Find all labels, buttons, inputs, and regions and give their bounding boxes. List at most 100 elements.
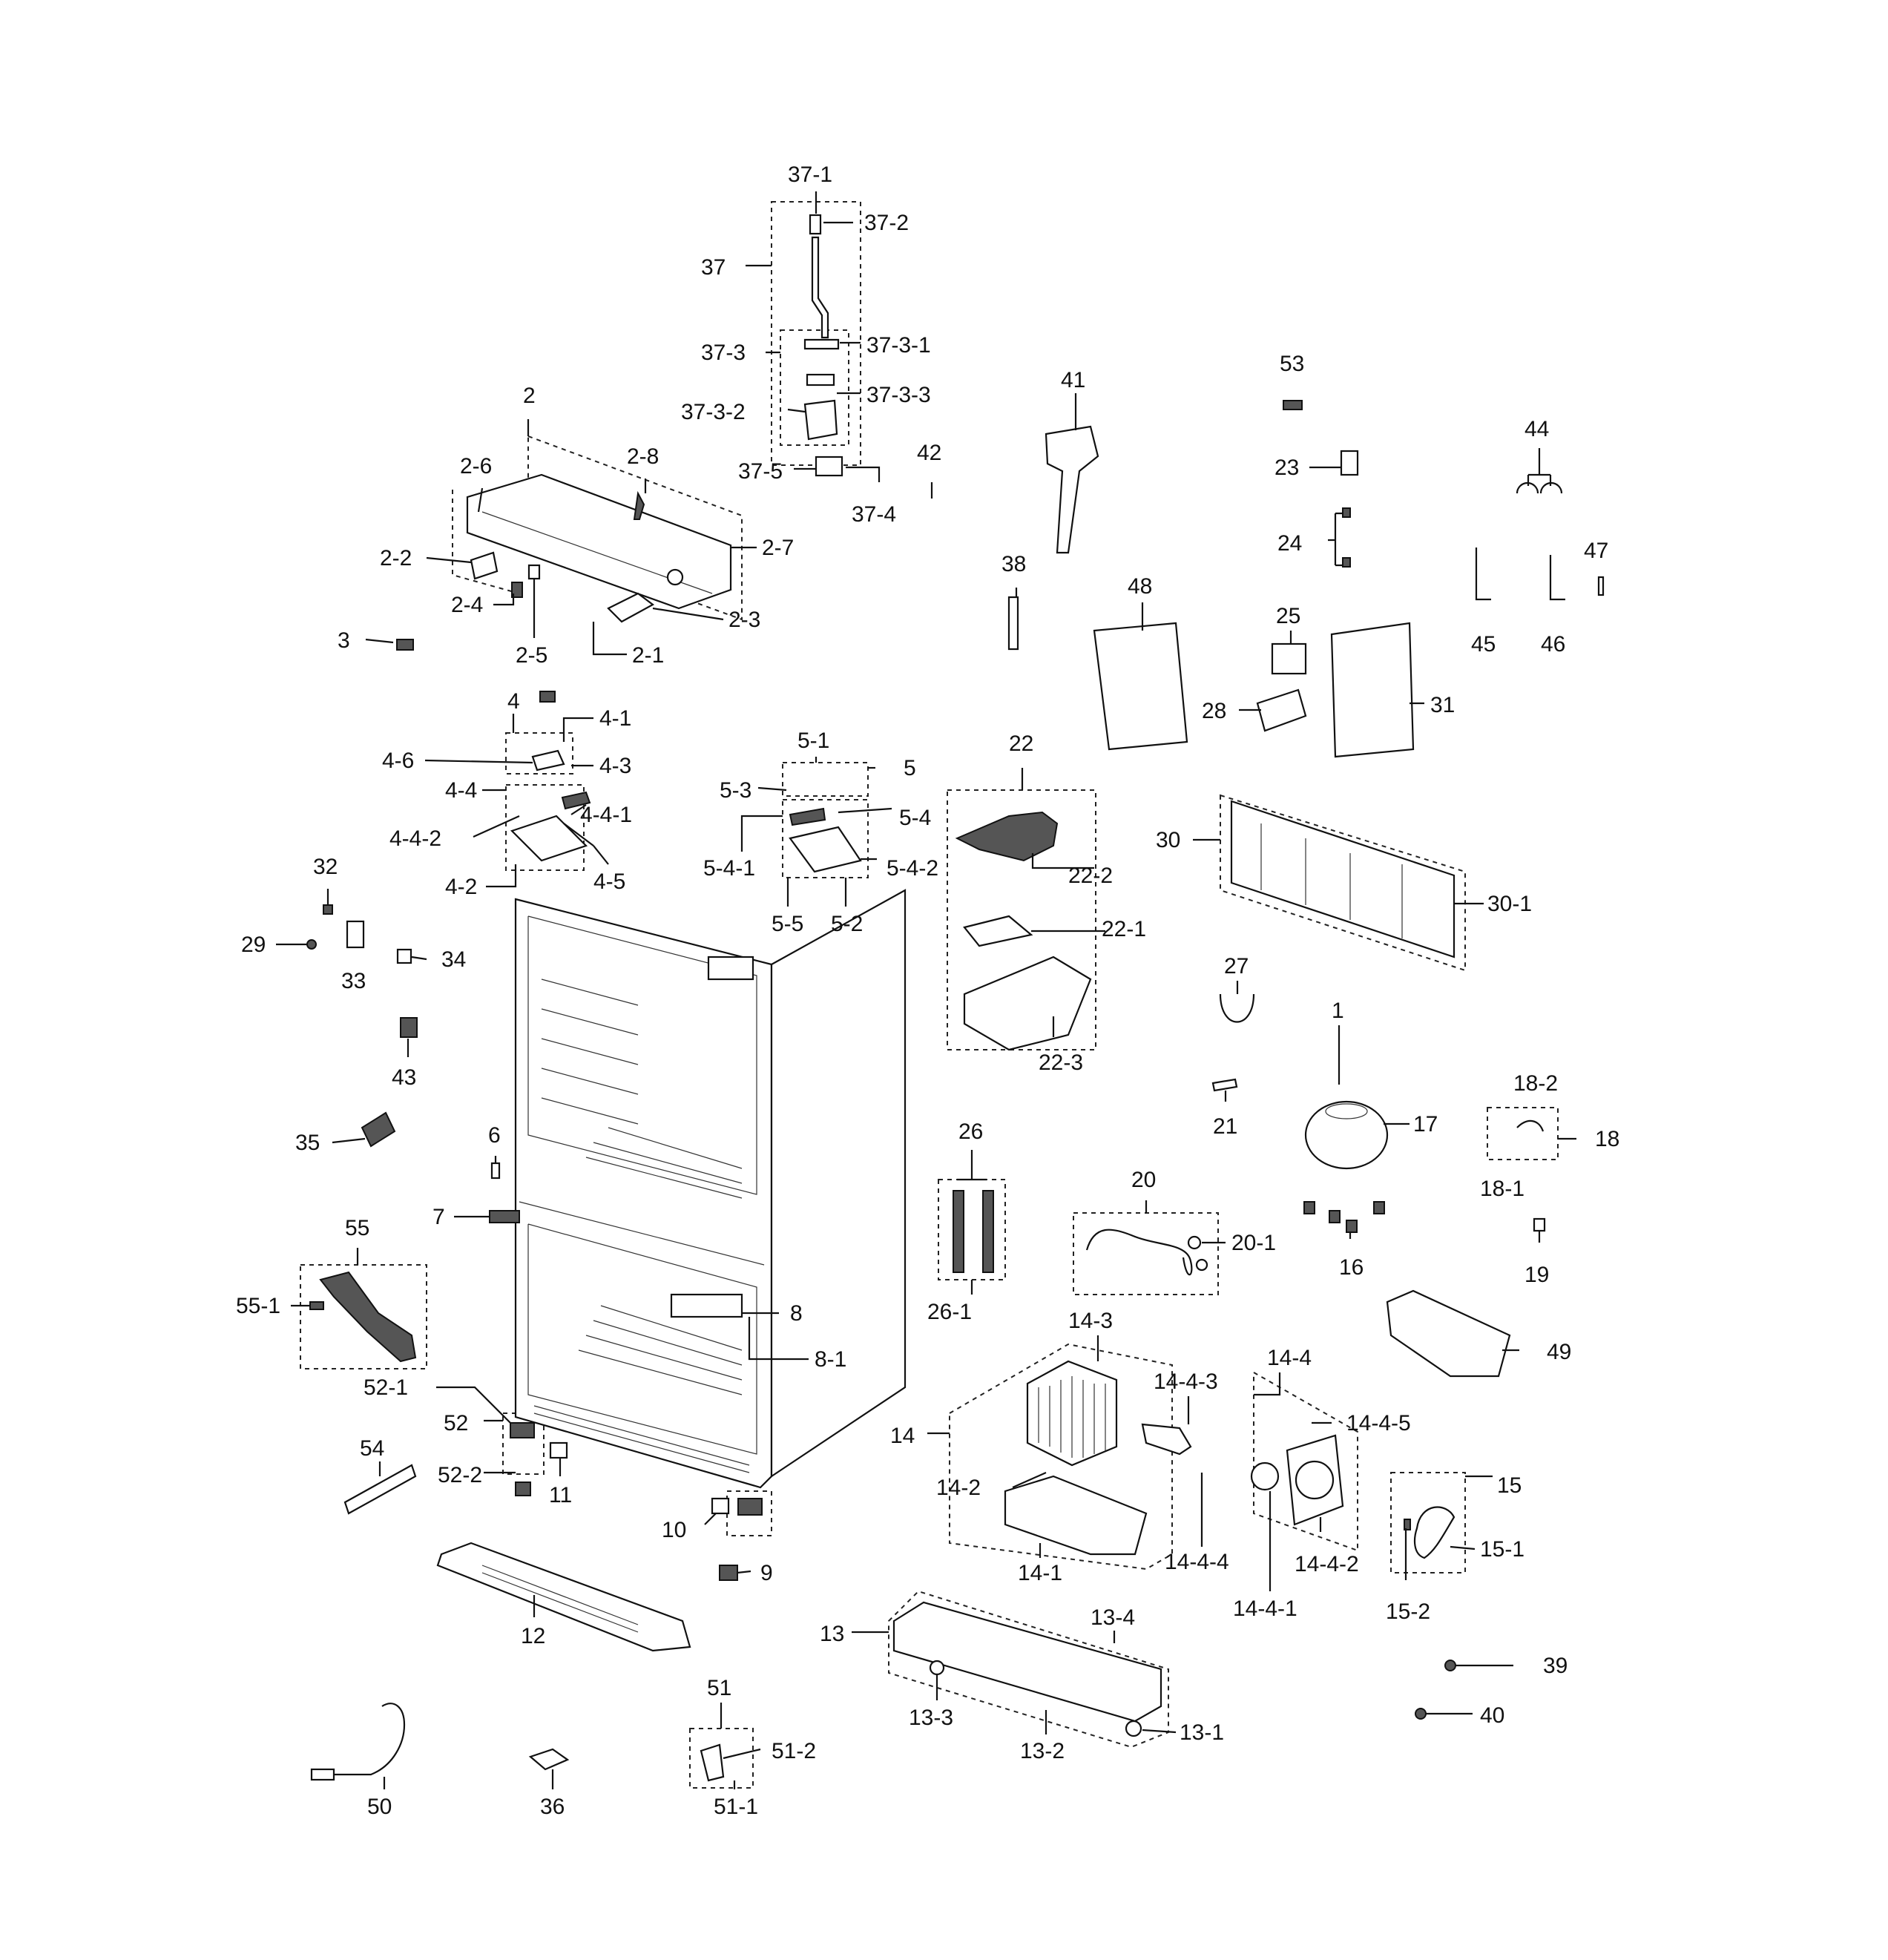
label-51-2: 51-2 <box>772 1739 816 1763</box>
part-39-nut <box>1444 1660 1456 1671</box>
part-4-2-bracket <box>510 815 588 862</box>
label-2-8: 2-8 <box>627 444 659 469</box>
label-25: 25 <box>1276 604 1300 628</box>
part-43-switch <box>400 1017 418 1038</box>
part-27-hose <box>1219 993 1255 1023</box>
part-50-hose <box>312 1703 406 1776</box>
label-54: 54 <box>360 1436 384 1461</box>
label-44: 44 <box>1524 417 1549 441</box>
part-46-tool <box>1549 555 1565 601</box>
part-13-base <box>892 1601 1162 1723</box>
label-27: 27 <box>1224 954 1249 979</box>
label-8: 8 <box>790 1301 803 1326</box>
part-10-pad <box>737 1498 763 1516</box>
part-28-board <box>1256 688 1307 732</box>
label-22-2: 22-2 <box>1068 864 1113 888</box>
part-11-roller <box>549 1441 568 1459</box>
label-34: 34 <box>441 947 466 972</box>
label-13-3: 13-3 <box>909 1706 953 1730</box>
callout-labels: 37-1 37-2 37 37-3 37-3-1 37-3-3 37-3-2 3… <box>236 162 1619 1819</box>
part-16-foot-2 <box>1329 1210 1341 1223</box>
part-37-3-2-valve <box>803 399 838 441</box>
group-box-37-3 <box>780 329 849 446</box>
part-24-2 <box>1342 557 1351 568</box>
label-5-4-2: 5-4-2 <box>887 856 938 881</box>
part-51-valve <box>700 1743 725 1782</box>
part-15-1-fan-blade <box>1413 1506 1456 1559</box>
part-3-clip <box>396 639 414 651</box>
label-22: 22 <box>1009 731 1033 756</box>
label-37-3-2: 37-3-2 <box>681 400 746 424</box>
part-37-tube <box>811 236 829 339</box>
label-51-1: 51-1 <box>714 1795 758 1819</box>
label-37-4: 37-4 <box>852 502 896 527</box>
label-1: 1 <box>1332 999 1344 1023</box>
part-32-clip <box>323 904 333 915</box>
label-2-6: 2-6 <box>460 454 492 479</box>
label-15-2: 15-2 <box>1386 1599 1430 1624</box>
label-19: 19 <box>1524 1263 1549 1287</box>
part-4-cap <box>539 691 556 703</box>
part-37-1-cap <box>809 214 822 235</box>
part-34-cap <box>396 948 412 964</box>
label-2-4: 2-4 <box>451 593 483 617</box>
part-48-panel <box>1093 622 1188 751</box>
label-37-3: 37-3 <box>701 341 746 365</box>
part-20-heater <box>1085 1229 1193 1276</box>
part-18-2-clip <box>1516 1119 1545 1132</box>
label-13-1: 13-1 <box>1180 1720 1224 1745</box>
part-36-bracket <box>528 1748 570 1771</box>
label-14-4-3: 14-4-3 <box>1154 1369 1218 1394</box>
part-24-1 <box>1342 507 1351 518</box>
cabinet-control-box <box>707 956 754 981</box>
part-2-8-screw <box>633 490 645 520</box>
cabinet-inner-bottom <box>527 1223 757 1455</box>
label-15: 15 <box>1497 1473 1522 1498</box>
label-4-5: 4-5 <box>593 869 625 894</box>
part-35-filter <box>361 1111 396 1148</box>
label-2-1: 2-1 <box>632 643 664 668</box>
cabinet-side <box>770 889 907 1479</box>
group-box-5 <box>782 762 869 797</box>
part-22-3-tray <box>963 956 1092 1051</box>
part-10-roller <box>711 1497 730 1515</box>
part-44-hooks <box>1516 481 1563 494</box>
label-2-3: 2-3 <box>728 608 760 632</box>
cabinet-divider <box>519 1201 765 1266</box>
part-25-board <box>1271 642 1307 675</box>
part-20-1-cap-1 <box>1187 1235 1202 1250</box>
label-47: 47 <box>1584 539 1608 563</box>
label-2-7: 2-7 <box>762 536 794 560</box>
label-37-5: 37-5 <box>738 459 783 484</box>
label-46: 46 <box>1541 632 1565 657</box>
label-9: 9 <box>760 1561 773 1585</box>
part-5-2-bracket <box>789 826 862 873</box>
part-2-3-bracket <box>607 592 655 623</box>
group-box-15 <box>1390 1472 1466 1573</box>
part-16-foot-1 <box>1303 1201 1315 1214</box>
group-box-30 <box>1220 794 1466 972</box>
label-28: 28 <box>1202 699 1226 723</box>
label-37-3-1: 37-3-1 <box>866 333 931 358</box>
label-40: 40 <box>1480 1703 1504 1728</box>
part-7-latch <box>489 1210 520 1223</box>
label-42: 42 <box>917 441 941 465</box>
label-4-4-1: 4-4-1 <box>580 803 632 827</box>
group-box-2-left <box>452 490 520 594</box>
label-37-3-3: 37-3-3 <box>866 383 931 407</box>
part-49-cover <box>1386 1289 1511 1378</box>
part-2-2-bracket <box>470 551 499 580</box>
part-31-panel <box>1330 622 1415 758</box>
label-16: 16 <box>1339 1255 1364 1280</box>
cabinet <box>514 889 907 1489</box>
part-22-1-tray-holder <box>963 915 1033 947</box>
part-2-6-cover <box>466 473 732 610</box>
label-14-4-5: 14-4-5 <box>1346 1411 1411 1436</box>
label-39: 39 <box>1543 1654 1568 1678</box>
label-14-4: 14-4 <box>1267 1346 1312 1370</box>
label-14: 14 <box>890 1424 915 1448</box>
label-5-3: 5-3 <box>720 778 751 803</box>
label-55-1: 55-1 <box>236 1294 280 1318</box>
label-18: 18 <box>1595 1127 1619 1151</box>
